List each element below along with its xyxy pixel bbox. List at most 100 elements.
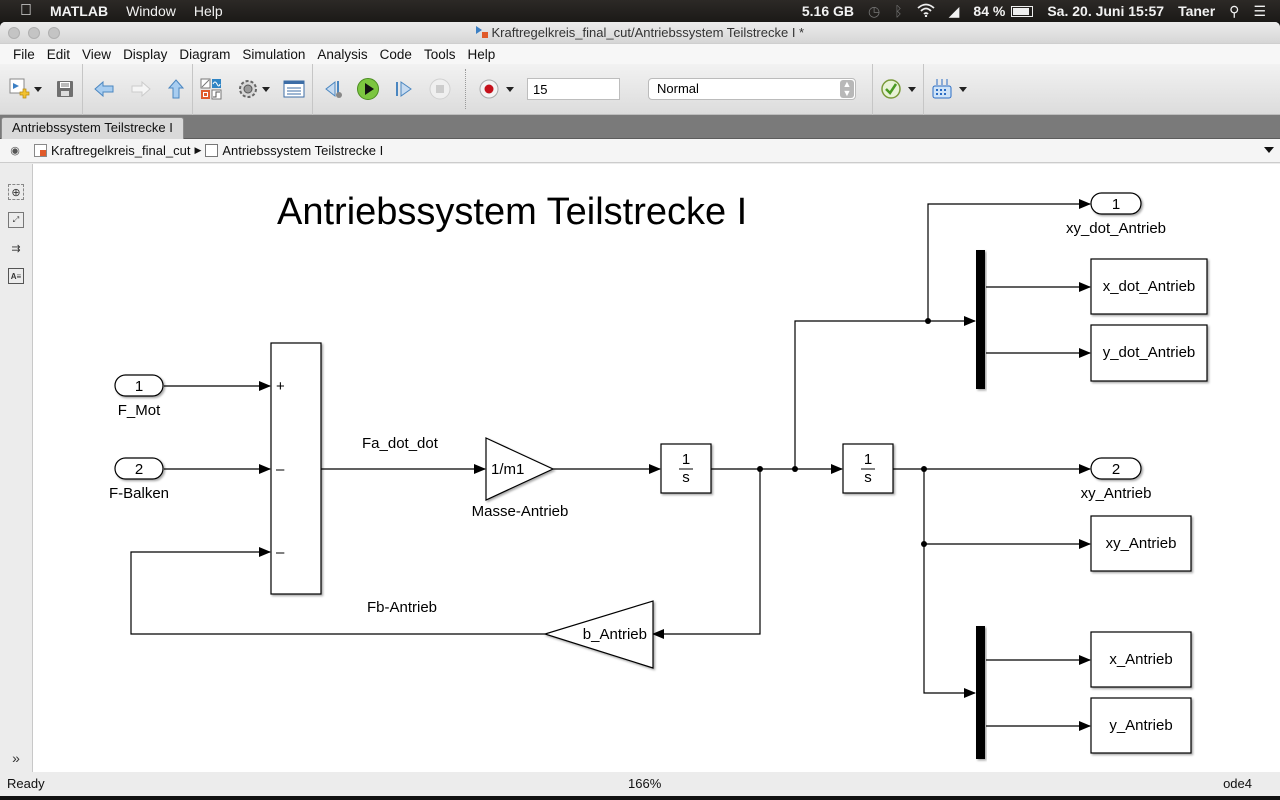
build-icon: [932, 79, 952, 99]
minimize-window-button[interactable]: [28, 26, 40, 39]
model-advisor-dropdown[interactable]: [908, 86, 916, 92]
breadcrumb-item-root[interactable]: Kraftregelkreis_final_cut: [51, 143, 191, 158]
signal-line-feedback[interactable]: [130, 547, 545, 635]
bluetooth-icon[interactable]: ᛒ: [894, 3, 903, 19]
signal-label-fb-antrieb[interactable]: Fb-Antrieb: [367, 599, 437, 616]
model-icon: [475, 26, 488, 38]
annotation-icon[interactable]: A≡: [8, 268, 24, 284]
memory-indicator[interactable]: 5.16 GB: [801, 3, 855, 19]
menu-simulation[interactable]: Simulation: [242, 46, 306, 62]
model-advisor-button[interactable]: [880, 74, 916, 104]
model-explorer-button[interactable]: [283, 74, 305, 104]
stop-time-input[interactable]: [527, 78, 620, 100]
step-forward-button[interactable]: [393, 74, 415, 104]
expand-palette-icon[interactable]: »: [12, 750, 20, 766]
gain-value: b_Antrieb: [583, 626, 647, 643]
fit-to-view-icon[interactable]: ⤢: [8, 212, 24, 228]
inport-block-2[interactable]: 2 F-Balken: [109, 457, 169, 502]
scope-block-y-dot[interactable]: y_dot_Antrieb: [1090, 324, 1208, 382]
menu-file[interactable]: File: [13, 46, 35, 62]
gain-value: 1/m1: [491, 461, 524, 478]
scope-label: x_Antrieb: [1109, 651, 1172, 668]
signal-line[interactable]: [927, 199, 1091, 321]
signal-line[interactable]: [923, 469, 976, 698]
step-back-button[interactable]: [323, 74, 345, 104]
zoom-window-button[interactable]: [48, 26, 60, 39]
user-name[interactable]: Taner: [1178, 3, 1216, 19]
demux-block-position[interactable]: [976, 626, 985, 759]
build-button[interactable]: [931, 74, 967, 104]
apple-logo-icon[interactable]: : [0, 0, 41, 22]
zoom-in-icon[interactable]: ⊕: [8, 184, 24, 200]
menu-help[interactable]: Help: [467, 46, 496, 62]
demux-block-velocity[interactable]: [976, 250, 985, 389]
model-config-dropdown[interactable]: [262, 86, 270, 92]
back-button[interactable]: [93, 74, 115, 104]
new-model-button[interactable]: [9, 74, 42, 104]
record-button[interactable]: [478, 74, 514, 104]
forward-button[interactable]: [130, 74, 152, 104]
integrator-block-2[interactable]: 1 s: [842, 443, 894, 494]
breadcrumb-item-subsystem[interactable]: Antriebssystem Teilstrecke I: [222, 143, 384, 158]
menu-code[interactable]: Code: [379, 46, 412, 62]
menu-window[interactable]: Window: [114, 3, 176, 19]
library-browser-button[interactable]: [200, 74, 222, 104]
build-dropdown[interactable]: [959, 86, 967, 92]
signal-label-fa-dot-dot[interactable]: Fa_dot_dot: [362, 435, 439, 452]
wifi-icon[interactable]: [917, 3, 935, 20]
subsystem-icon: [205, 144, 219, 157]
arrow-right-icon: [131, 80, 151, 98]
up-to-parent-button[interactable]: [167, 74, 185, 104]
tab-antriebssystem[interactable]: Antriebssystem Teilstrecke I: [1, 117, 184, 139]
menu-edit[interactable]: Edit: [46, 46, 71, 62]
run-button[interactable]: [356, 74, 380, 104]
sum-block[interactable]: + – –: [270, 342, 322, 595]
close-window-button[interactable]: [8, 26, 20, 39]
volume-icon[interactable]: ◢: [948, 2, 960, 19]
save-button[interactable]: [55, 74, 75, 104]
branch-point: [925, 318, 931, 324]
new-model-dropdown[interactable]: [34, 86, 42, 92]
menu-display[interactable]: Display: [123, 46, 168, 62]
route-lines-icon[interactable]: ⇉: [11, 242, 21, 255]
inport-block-1[interactable]: 1 F_Mot: [114, 374, 164, 419]
battery-icon[interactable]: [1011, 5, 1034, 17]
menu-diagram[interactable]: Diagram: [179, 46, 231, 62]
clock[interactable]: Sa. 20. Juni 15:57: [1047, 3, 1165, 19]
model-config-button[interactable]: [237, 74, 270, 104]
signal-line[interactable]: [794, 316, 976, 469]
stop-button[interactable]: [428, 74, 452, 104]
library-browser-icon: [200, 78, 222, 100]
battery-percent[interactable]: 84 %: [973, 3, 1006, 19]
app-menu-matlab[interactable]: MATLAB: [38, 3, 108, 19]
integrator-block-1[interactable]: 1 s: [660, 443, 712, 494]
hide-browser-button[interactable]: ◉: [10, 145, 20, 157]
gain-block-b-antrieb[interactable]: b_Antrieb: [542, 600, 654, 669]
gain-block-masse-antrieb[interactable]: 1/m1 Masse-Antrieb: [472, 437, 569, 520]
diagram-canvas[interactable]: Antriebssystem Teilstrecke I: [33, 164, 1280, 772]
menu-tools[interactable]: Tools: [423, 46, 456, 62]
breadcrumb-dropdown-icon[interactable]: [1264, 147, 1274, 153]
menu-help-mac[interactable]: Help: [181, 3, 223, 19]
scope-block-xy[interactable]: xy_Antrieb: [1090, 515, 1192, 572]
window-title: Kraftregelkreis_final_cut/Antriebssystem…: [0, 25, 1280, 40]
spotlight-search-icon[interactable]: ⚲: [1229, 2, 1240, 19]
simulation-mode-select[interactable]: Normal ▲▼: [648, 78, 856, 100]
outport-block-1[interactable]: 1 xy_dot_Antrieb: [1066, 192, 1166, 237]
outport-block-2[interactable]: 2 xy_Antrieb: [1081, 457, 1152, 502]
menu-view[interactable]: View: [82, 46, 112, 62]
time-machine-icon[interactable]: ◷: [868, 2, 881, 19]
solver-name[interactable]: ode4: [1223, 776, 1252, 791]
integrator-denominator: s: [864, 469, 872, 486]
model-explorer-icon: [283, 80, 305, 98]
signal-line[interactable]: [652, 469, 761, 639]
menu-analysis[interactable]: Analysis: [317, 46, 368, 62]
scope-block-x[interactable]: x_Antrieb: [1090, 631, 1192, 688]
record-dropdown[interactable]: [506, 86, 514, 92]
scope-block-y[interactable]: y_Antrieb: [1090, 697, 1192, 754]
outport-number: 1: [1112, 196, 1120, 213]
menu-bar: File Edit View Display Diagram Simulatio…: [0, 44, 1280, 64]
notification-center-icon[interactable]: ☰: [1253, 2, 1266, 19]
scope-block-x-dot[interactable]: x_dot_Antrieb: [1090, 258, 1208, 315]
breadcrumb-bar: ◉ Kraftregelkreis_final_cut ▶ Antriebssy…: [0, 139, 1280, 163]
